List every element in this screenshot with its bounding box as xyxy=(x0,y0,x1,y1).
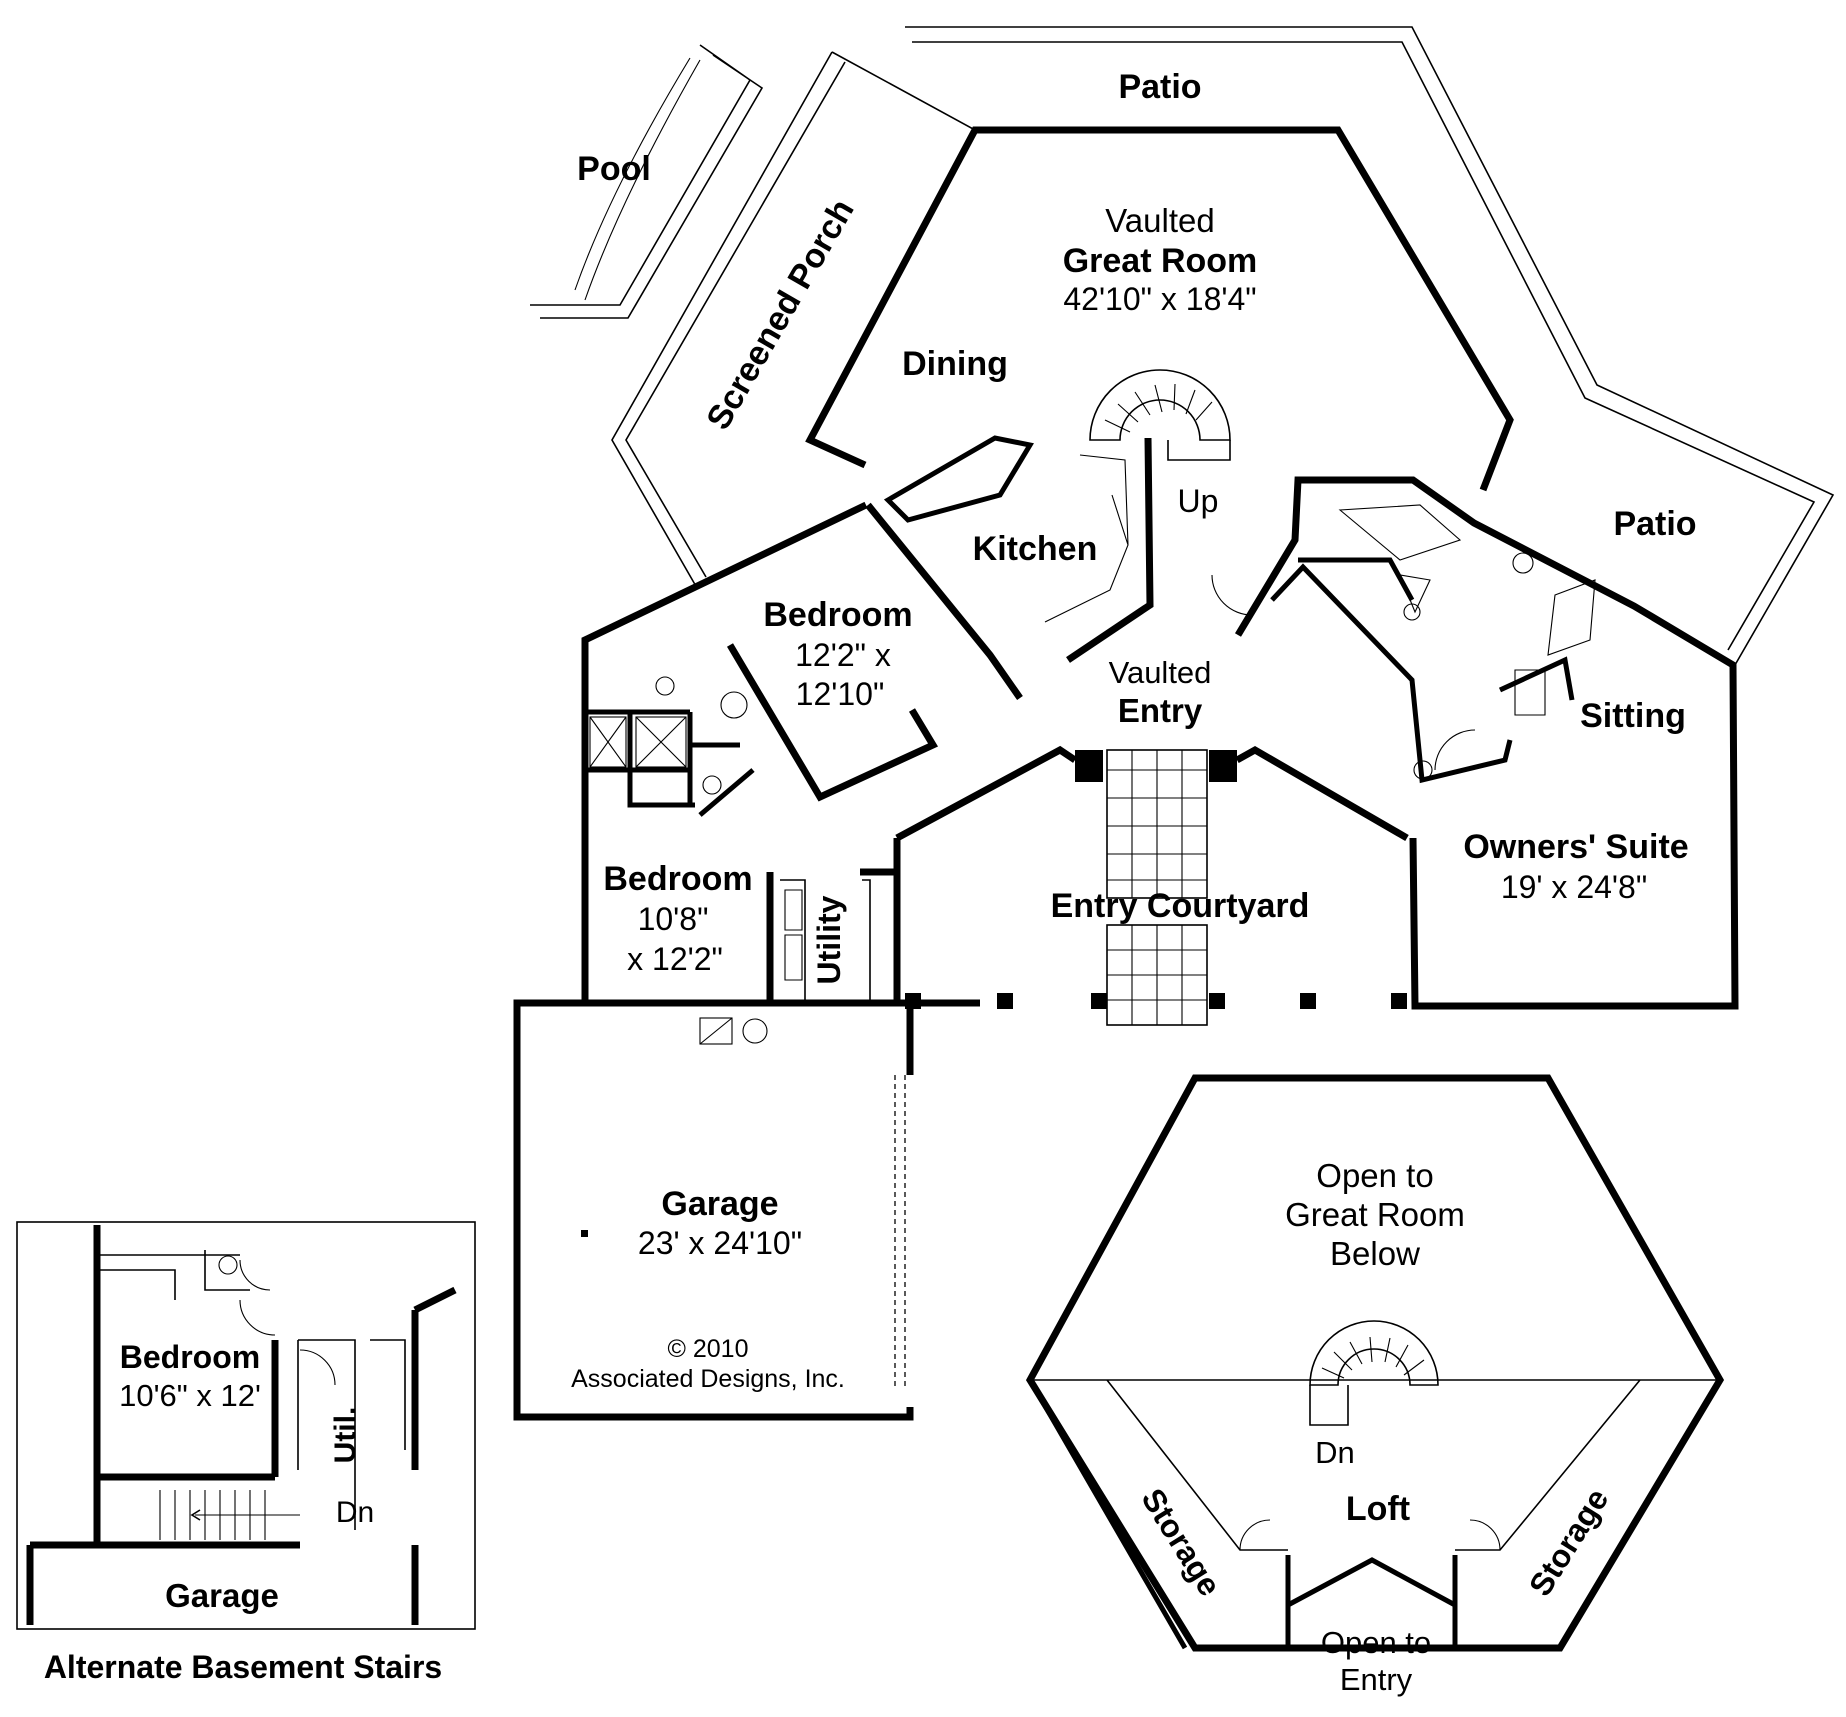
basement-inset xyxy=(16,1221,476,1630)
main-floor-labels: Pool Patio Patio Screened Porch Vaulted … xyxy=(571,68,1696,1393)
dining-label: Dining xyxy=(902,345,1008,383)
open-great-room-line1: Open to xyxy=(1316,1157,1433,1194)
basement-caption: Alternate Basement Stairs xyxy=(44,1649,442,1685)
owners-toilet-2 xyxy=(1403,603,1421,621)
owners-suite-label: Owners' Suite xyxy=(1463,828,1688,866)
bedroom1-bath xyxy=(585,709,755,817)
patio-right-label: Patio xyxy=(1613,505,1696,543)
inset-toilet xyxy=(218,1255,238,1275)
entry-prefix: Vaulted xyxy=(1109,655,1212,690)
utility-label: Utility xyxy=(811,895,847,984)
main-floor-plan xyxy=(513,26,1835,1421)
entry-courtyard-walls xyxy=(895,745,1409,842)
loft-label: Loft xyxy=(1346,1490,1410,1528)
walkway-pavers xyxy=(1106,749,1208,1026)
copyright-line1: © 2010 xyxy=(668,1335,749,1363)
garage-walls xyxy=(513,999,914,1421)
inset-interior xyxy=(97,1250,406,1530)
water-heater-x xyxy=(699,1017,733,1045)
loft-labels: Open to Great Room Below Dn Loft Storage… xyxy=(1134,1157,1615,1697)
garage-size: 23' x 24'10" xyxy=(638,1225,802,1261)
entry-courtyard-label: Entry Courtyard xyxy=(1051,887,1310,925)
basement-labels: Bedroom 10'6" x 12' Util. Dn Garage Alte… xyxy=(44,1339,442,1685)
spiral-stair-loft xyxy=(1309,1320,1439,1426)
copyright-line2: Associated Designs, Inc. xyxy=(571,1365,845,1393)
bedroom2-size-2: x 12'2" xyxy=(627,941,723,977)
bath-shower-2 xyxy=(635,716,687,768)
bedroom1-size-2: 12'10" xyxy=(796,676,885,712)
open-entry-line2: Entry xyxy=(1340,1662,1413,1697)
garage-label: Garage xyxy=(661,1185,778,1223)
entry-post xyxy=(1075,750,1103,782)
basement-bedroom-size: 10'6" x 12' xyxy=(119,1378,261,1413)
bath-shower-x xyxy=(589,716,627,768)
great-room-label: Great Room xyxy=(1063,242,1258,280)
owners-toilet xyxy=(1413,760,1433,780)
open-great-room-line2: Great Room xyxy=(1285,1196,1465,1233)
owners-suite-walls xyxy=(1234,476,1739,1010)
inset-stairs xyxy=(159,1490,300,1540)
screened-porch-outline xyxy=(611,51,976,589)
owners-sink xyxy=(1512,552,1534,574)
entry-post xyxy=(1091,993,1107,1009)
pool-label: Pool xyxy=(577,150,651,188)
bedroom1-walls xyxy=(581,501,980,1007)
inset-door-arcs xyxy=(239,1259,336,1386)
inset-frame xyxy=(16,1221,476,1630)
utility-walls xyxy=(780,879,871,1000)
inset-stair-arrow xyxy=(190,1509,201,1521)
bedroom2-size-1: 10'8" xyxy=(638,901,709,937)
furnace xyxy=(742,1018,768,1044)
great-room-walls xyxy=(805,126,1514,492)
bath-shower-2-x xyxy=(635,716,687,768)
bath-toilet xyxy=(655,676,675,696)
pool-edge-arc xyxy=(574,57,701,301)
basement-dn-label: Dn xyxy=(336,1496,374,1529)
great-room-size: 42'10" x 18'4" xyxy=(1063,281,1256,317)
bath-shower xyxy=(589,716,627,768)
inset-walls xyxy=(26,1225,457,1625)
entry-post xyxy=(1209,750,1237,782)
kitchen-counter xyxy=(883,435,1034,523)
basement-bedroom-label: Bedroom xyxy=(120,1339,260,1375)
kitchen-island xyxy=(1044,454,1129,623)
utility-appliances xyxy=(784,889,803,981)
loft-dn-label: Dn xyxy=(1315,1435,1355,1470)
sitting-label: Sitting xyxy=(1580,697,1686,735)
bedroom2-walls xyxy=(581,838,901,1007)
owners-suite-size: 19' x 24'8" xyxy=(1501,869,1647,905)
entry-post xyxy=(1391,993,1407,1009)
basement-util-label: Util. xyxy=(329,1407,362,1464)
patio-outline xyxy=(905,26,1835,666)
kitchen-label: Kitchen xyxy=(973,530,1098,568)
garage-door xyxy=(894,1075,906,1390)
bath-sink xyxy=(720,691,748,719)
loft-plan xyxy=(1025,1074,1725,1652)
screened-porch-label: Screened Porch xyxy=(699,193,861,436)
bath-toilet-2 xyxy=(702,775,722,795)
loft-inner-walls xyxy=(1027,1378,1723,1650)
bedroom2-label: Bedroom xyxy=(603,860,752,898)
basement-garage-label: Garage xyxy=(165,1577,279,1614)
open-great-room-line3: Below xyxy=(1330,1235,1420,1272)
entry-post xyxy=(997,993,1013,1009)
entry-label: Entry xyxy=(1118,692,1203,729)
water-heater xyxy=(699,1017,733,1045)
pool-outline xyxy=(530,44,764,319)
patio-top-label: Patio xyxy=(1118,68,1201,106)
owners-bath-fixtures xyxy=(1338,504,1596,716)
great-room-prefix: Vaulted xyxy=(1105,202,1214,239)
up-label: Up xyxy=(1178,483,1219,519)
entry-post xyxy=(1300,993,1316,1009)
entry-post xyxy=(1209,993,1225,1009)
spiral-stair-main xyxy=(1089,369,1231,461)
bedroom1-label: Bedroom xyxy=(763,596,912,634)
storage-door-arcs xyxy=(1239,1519,1501,1551)
open-entry-line1: Open to xyxy=(1321,1625,1431,1660)
kitchen-walls xyxy=(865,437,1154,701)
garage-post xyxy=(581,1230,588,1237)
bedroom1-size-1: 12'2" x xyxy=(795,637,891,673)
closet-door-arcs xyxy=(1211,574,1476,771)
